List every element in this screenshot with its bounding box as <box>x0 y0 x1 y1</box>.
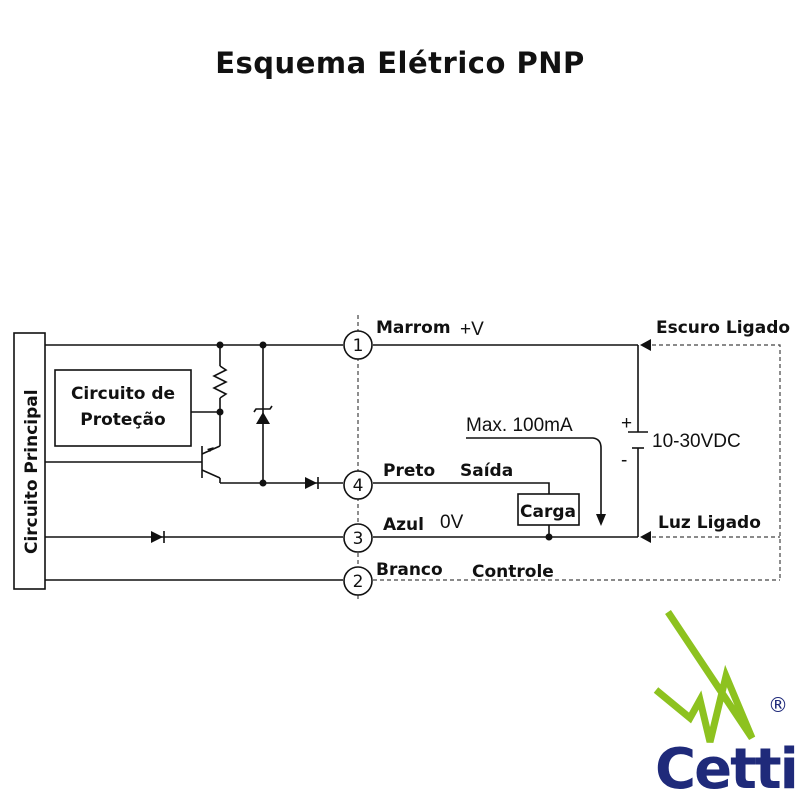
wire-3-color: Azul <box>383 515 424 535</box>
wire-1-color: Marrom <box>376 318 451 338</box>
svg-text:1: 1 <box>353 336 364 356</box>
wire-4-signal: Saída <box>460 461 513 481</box>
current-arrow <box>466 437 602 515</box>
wire-4-color: Preto <box>383 461 435 481</box>
wire-4-right <box>373 482 550 494</box>
diode-ground <box>151 531 163 543</box>
terminal-3: 3 <box>343 523 373 553</box>
zener-diode <box>256 412 270 424</box>
transistor-arrow <box>207 447 214 452</box>
light-on-label: Luz Ligado <box>658 513 761 533</box>
logo-text: Cetti <box>655 737 797 800</box>
protection-circuit-box <box>54 369 192 447</box>
max-current-label: Max. 100mA <box>466 415 573 436</box>
logo-swoosh <box>653 610 756 743</box>
supply-plus: + <box>621 413 632 434</box>
terminal-2: 2 <box>343 566 373 596</box>
terminal-1: 1 <box>343 330 373 360</box>
page-title: Esquema Elétrico PNP <box>215 46 585 80</box>
protection-label-line1: Circuito de <box>71 384 175 404</box>
svg-text:4: 4 <box>353 476 364 496</box>
cetti-logo: ® Cetti <box>653 610 799 800</box>
supply-voltage: 10-30VDC <box>652 431 741 452</box>
load-label: Carga <box>520 502 576 522</box>
resistor <box>212 365 228 399</box>
dark-on-arrow <box>640 339 651 351</box>
dark-on-link <box>652 344 781 580</box>
registered-mark: ® <box>768 693 788 717</box>
protection-label-line2: Proteção <box>80 410 165 430</box>
wire-2-color: Branco <box>376 560 443 580</box>
svg-text:3: 3 <box>353 529 364 549</box>
supply-minus: - <box>621 450 627 471</box>
wire-3-signal: 0V <box>440 512 464 533</box>
wire-2-signal: Controle <box>472 562 554 582</box>
dark-on-label: Escuro Ligado <box>656 318 790 338</box>
terminal-4: 4 <box>343 470 373 500</box>
light-on-arrow <box>640 531 651 543</box>
main-circuit-box <box>13 332 46 590</box>
svg-text:2: 2 <box>353 572 364 592</box>
diode-output <box>305 477 317 489</box>
main-circuit-label: Circuito Principal <box>22 389 42 554</box>
wire-1-signal: +V <box>460 319 484 340</box>
